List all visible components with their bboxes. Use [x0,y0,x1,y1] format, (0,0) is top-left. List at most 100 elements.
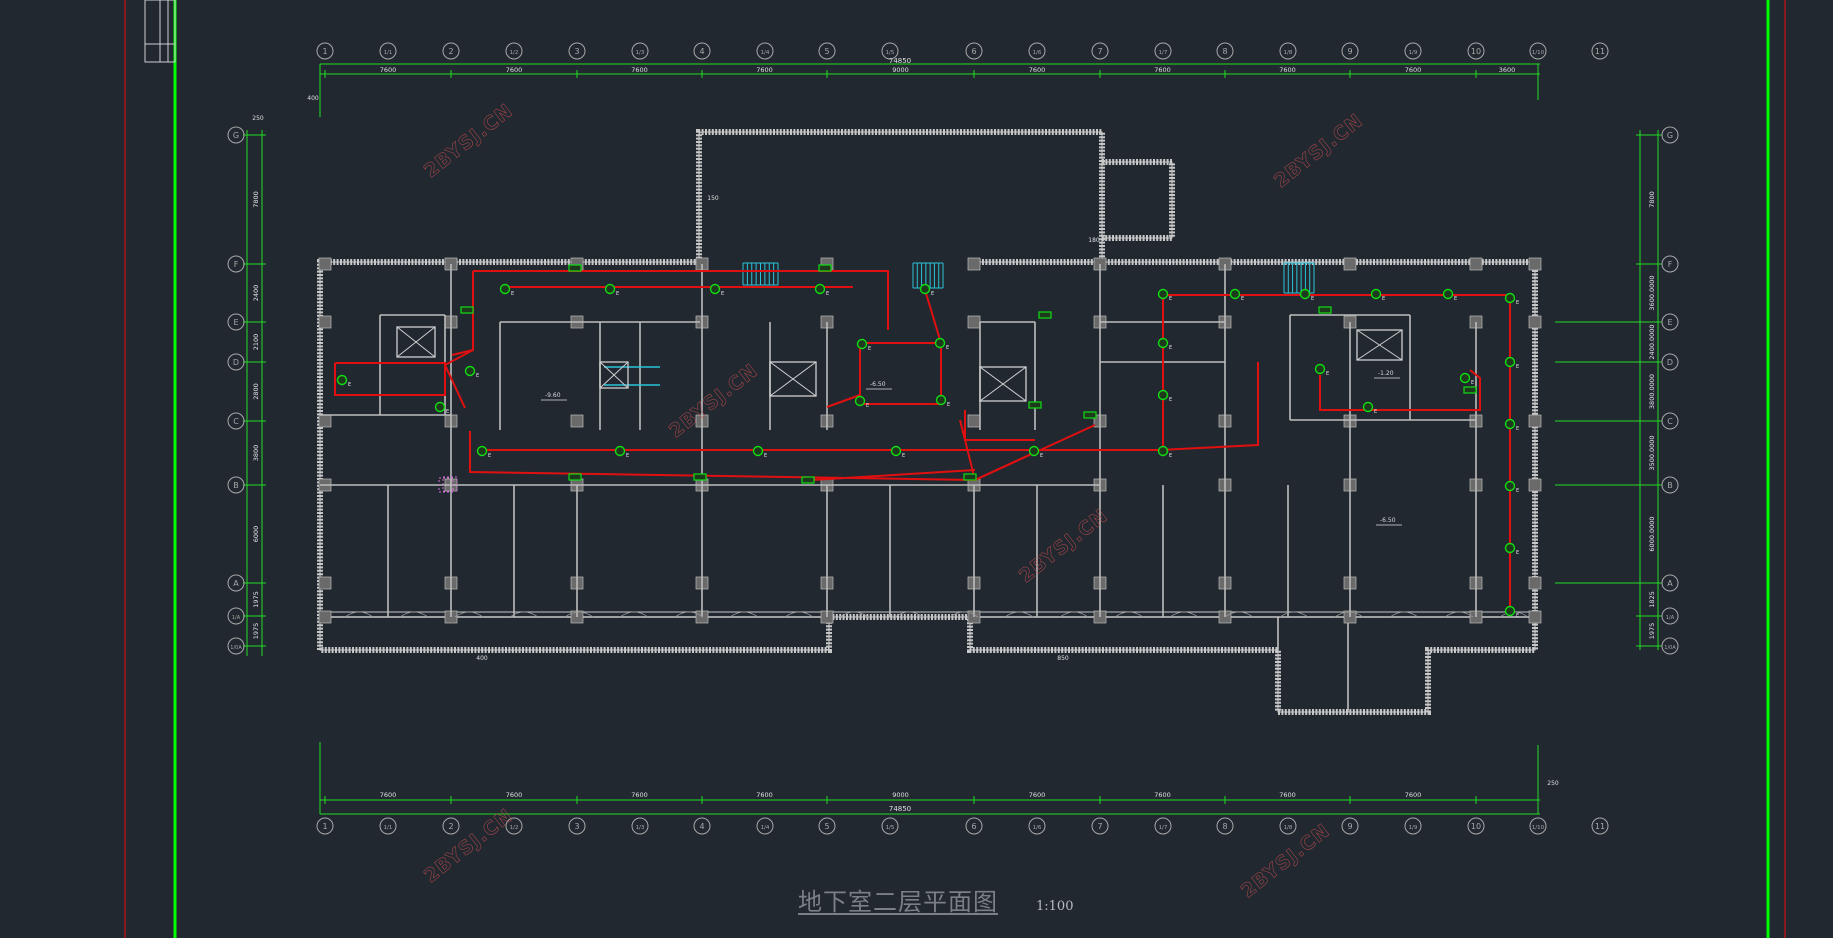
axis-bubble-col [1591,817,1609,835]
lighting-fixture [1504,292,1516,304]
axis-label-row: 1/0A [1664,645,1676,651]
lighting-fixture [814,283,826,295]
lighting-fixture [1157,389,1169,401]
device-tag: E [1516,426,1519,432]
device-tag: E [1241,296,1244,302]
axis-bubble-col [1529,817,1547,835]
misc-dim-text: 180 [1088,237,1100,244]
lighting-fixture [1504,418,1516,430]
axis-bubble-col [505,42,523,60]
door-arc [1444,611,1474,618]
axis-label-col: 10 [1471,47,1481,56]
device-tag: E [1169,453,1172,459]
misc-dim-text: 400 [476,655,488,662]
axis-label-col: 1/5 [886,50,895,56]
door-arc [674,611,704,618]
door-arc [344,611,374,618]
axis-bubble-row [227,637,245,655]
axis-label-col: 1/2 [510,825,519,831]
axis-label-col: 8 [1222,822,1227,831]
distribution-panel [693,473,707,481]
lighting-fixture [934,337,946,349]
axis-bubble-row [1661,126,1679,144]
structural-column [318,576,332,590]
structural-column [570,414,584,428]
drawing-title: 地下室二层平面图 [798,888,998,916]
axis-bubble-col [1091,817,1109,835]
structural-column [1528,478,1542,492]
device-tag: E [476,373,479,379]
lighting-fixture [1229,288,1241,300]
lighting-fixture [856,338,868,350]
door-arc [564,611,594,618]
lighting-fixture [476,445,488,457]
right-dim-text: 2400.0000 [1648,324,1656,359]
axis-label-col: 5 [824,47,829,56]
axis-label-row: C [233,417,239,426]
device-tag: E [488,453,491,459]
left-dim-text: 7800 [252,191,260,208]
axis-label-col: 1/3 [636,50,645,56]
axis-bubble-col [379,817,397,835]
axis-label-col: 1/1 [384,50,393,56]
lighting-fixture [1459,372,1471,384]
axis-bubble-col [965,817,983,835]
bottom-dim-text: 7600 [1405,791,1422,799]
bottom-total-dim-text: 74850 [889,805,911,813]
axis-label-col: 3 [574,822,579,831]
axis-label-row: D [1667,358,1673,367]
wiring-run [1319,369,1481,411]
lighting-fixture [1504,356,1516,368]
distribution-panel [460,306,474,314]
lighting-fixture [499,283,511,295]
top-dim-text: 7600 [756,66,773,74]
lighting-fixture [752,445,764,457]
axis-label-col: 1/9 [1409,50,1418,56]
axis-bubble-col [1279,817,1297,835]
axis-label-col: 7 [1097,822,1102,831]
door-arc [839,611,869,618]
axis-bubble-row [1661,353,1679,371]
wiring-run [443,349,474,409]
device-tag: E [1382,296,1385,302]
structural-column [967,257,981,271]
interior-partitions [320,264,1529,618]
device-tag: E [1516,300,1519,306]
axis-label-col: 1/1 [384,825,393,831]
device-tag: E [1169,397,1172,403]
structural-column [318,414,332,428]
bottom-dim-text: 9000 [892,791,909,799]
axis-label-col: 1/4 [761,825,770,831]
device-tag: E [947,402,950,408]
hatch-marker [438,477,454,493]
misc-dim-text: 250 [1547,780,1559,787]
axis-bubble-col [1028,42,1046,60]
structural-column [318,610,332,624]
door-arc [1114,611,1144,618]
axis-bubble-col [631,817,649,835]
axis-bubble-col [1028,817,1046,835]
distribution-panel [963,473,977,481]
wiring-run [334,362,446,396]
axis-bubble-row [1661,607,1679,625]
right-dim-text: 1975 [1648,623,1656,640]
axis-bubble-row [1661,476,1679,494]
device-tag: E [866,403,869,409]
axis-bubble-col [631,42,649,60]
axis-bubble-col [568,42,586,60]
axis-bubble-col [442,817,460,835]
axis-label-row: F [234,260,239,269]
top-dim-text: 9000 [892,66,909,74]
outer-wall-top-block-edge [698,131,1103,262]
top-dim-text: 7600 [1029,66,1046,74]
device-tag: E [1454,296,1457,302]
outer-wall-main-edge [319,261,1536,713]
axis-label-row: 1/A [232,615,241,621]
structural-column [1528,414,1542,428]
misc-dim-text: 850 [1057,655,1069,662]
door-arc [1169,611,1199,618]
device-tag: E [626,453,629,459]
